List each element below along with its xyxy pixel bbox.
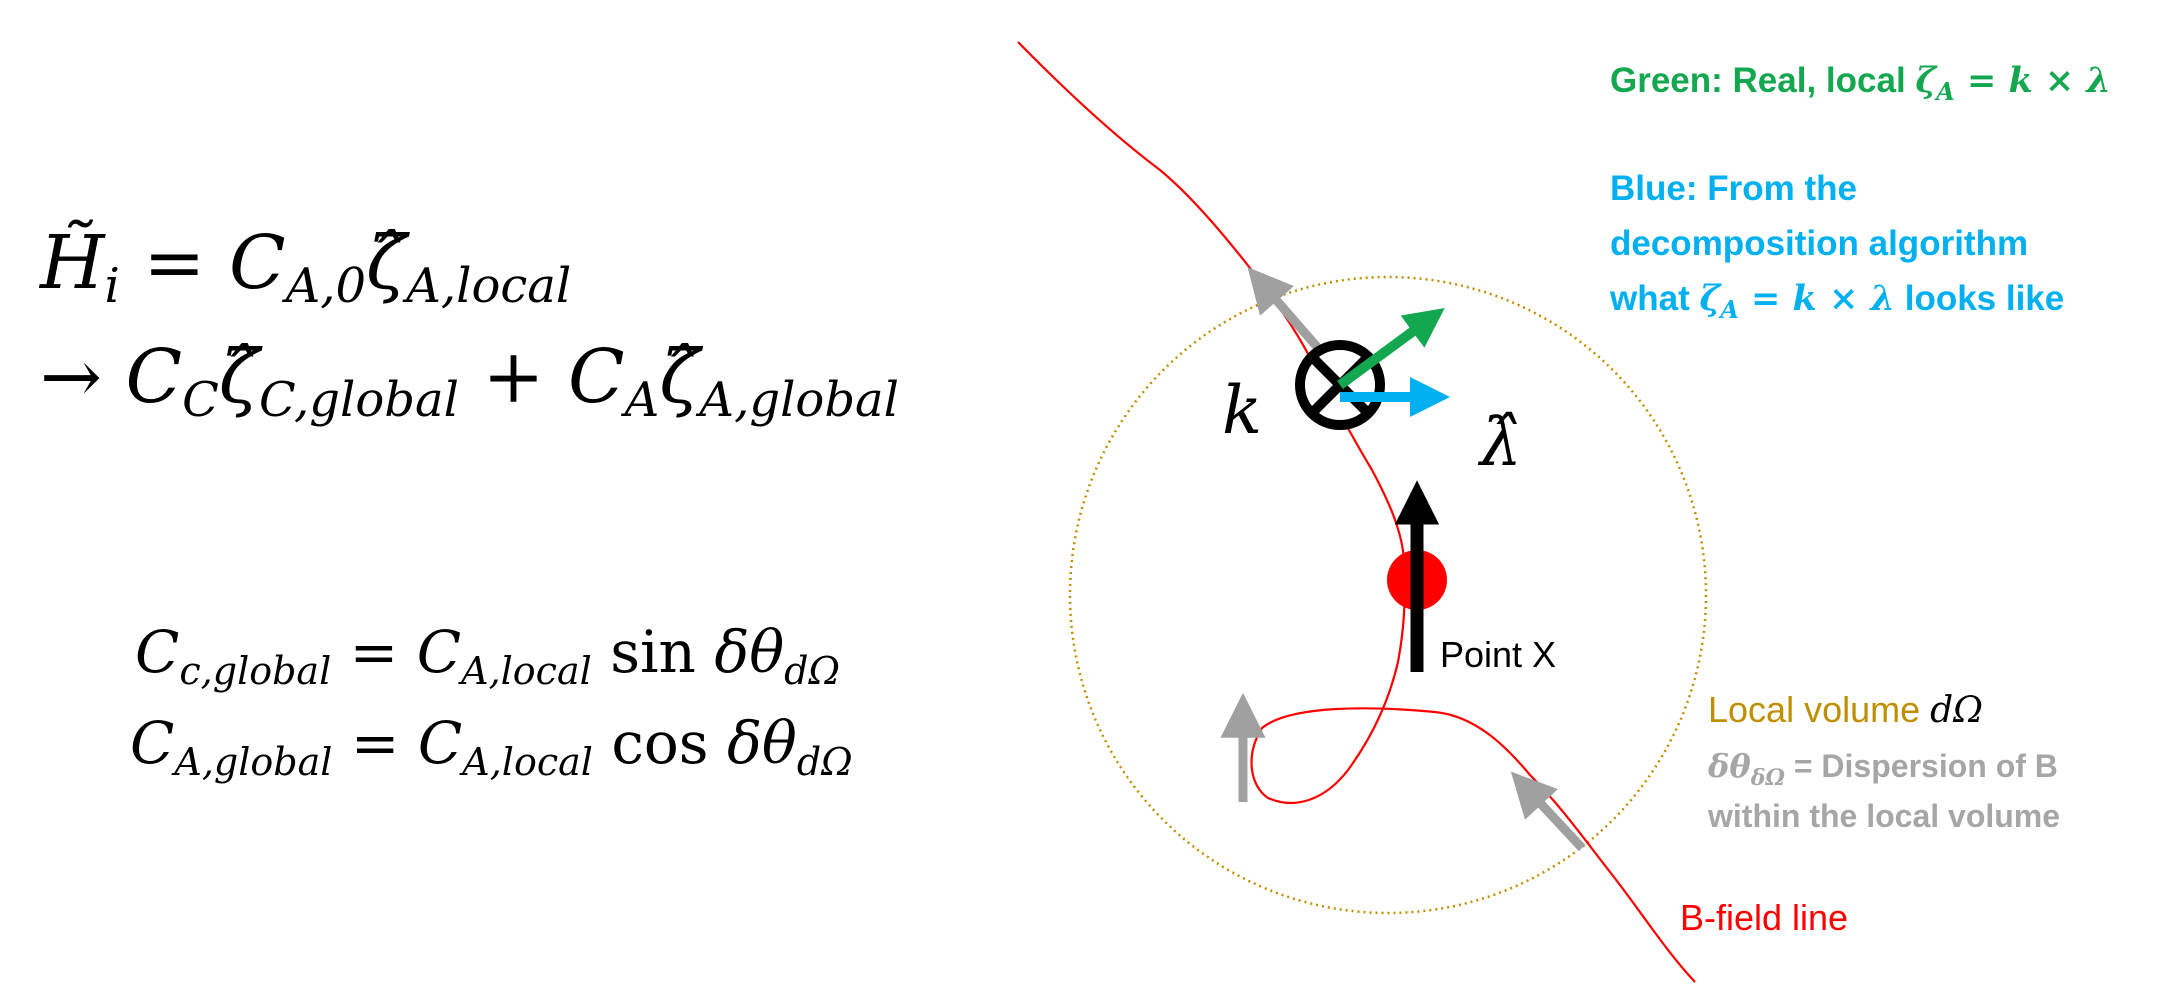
plus-sign: + [459, 334, 568, 420]
local-volume-label: Local volume dΩ [1708, 689, 1983, 731]
dispersion-line-2: within the local volume [1707, 798, 2060, 834]
gray-arrow-bottom-right [1510, 771, 1586, 852]
lambda-hat-label: λ̂ [1477, 404, 1522, 481]
gray-arrow-top [1247, 266, 1322, 351]
point-x-label: Point X [1440, 634, 1556, 675]
blue-legend: Blue: From the decomposition algorithm w… [1609, 169, 2064, 324]
k-label: k [1222, 372, 1262, 449]
cc-term: C [126, 334, 183, 420]
dispersion-line-1: δθδΩ = Dispersion of B [1707, 747, 2058, 791]
green-arrow [1337, 307, 1445, 390]
blue-legend-line-3: what ζA = k × λ looks like [1609, 278, 2064, 324]
c-term: C [229, 220, 286, 306]
b-field-line [1017, 41, 1696, 983]
dispersion-label: δθδΩ = Dispersion of B within the local … [1707, 747, 2060, 834]
coefficient-equations: Cc,global = CA,local sin δθdΩ CA,global … [130, 618, 853, 784]
ca-term: C [568, 334, 625, 420]
cc-sub: C [182, 372, 219, 428]
zeta-a-hat: ζ̂ [659, 334, 703, 420]
equation-line-1: H̃i = CA,0ζ̂A,local [38, 220, 571, 314]
green-legend: Green: Real, local ζA = k × λ [1610, 60, 2111, 106]
blue-legend-line-1: Blue: From the [1610, 169, 1857, 208]
cc-global-equation: Cc,global = CA,local sin δθdΩ [135, 618, 840, 693]
zeta-c-hat: ζ̂ [219, 334, 263, 420]
h-tilde: H̃ [38, 220, 106, 306]
zeta-c-sub: C,global [259, 372, 459, 428]
h-sub: i [105, 258, 120, 314]
main-equation: H̃i = CA,0ζ̂A,local → CCζ̂C,global + CAζ… [38, 220, 899, 428]
ca-sub: A [621, 372, 660, 428]
c-sub: A,0 [282, 258, 366, 314]
zeta-hat: ζ̂ [366, 220, 410, 306]
equals-sign: = [120, 220, 229, 306]
zeta-sub: A,local [402, 258, 571, 314]
b-field-label: B-field line [1680, 897, 1848, 938]
arrow-symbol: → [40, 334, 126, 420]
ca-global-equation: CA,global = CA,local cos δθdΩ [130, 709, 853, 784]
blue-legend-line-2: decomposition algorithm [1610, 224, 2028, 263]
zeta-a-sub: A,global [695, 372, 899, 428]
equation-line-2: → CCζ̂C,global + CAζ̂A,global [40, 334, 899, 428]
local-volume-circle [1068, 275, 1708, 915]
